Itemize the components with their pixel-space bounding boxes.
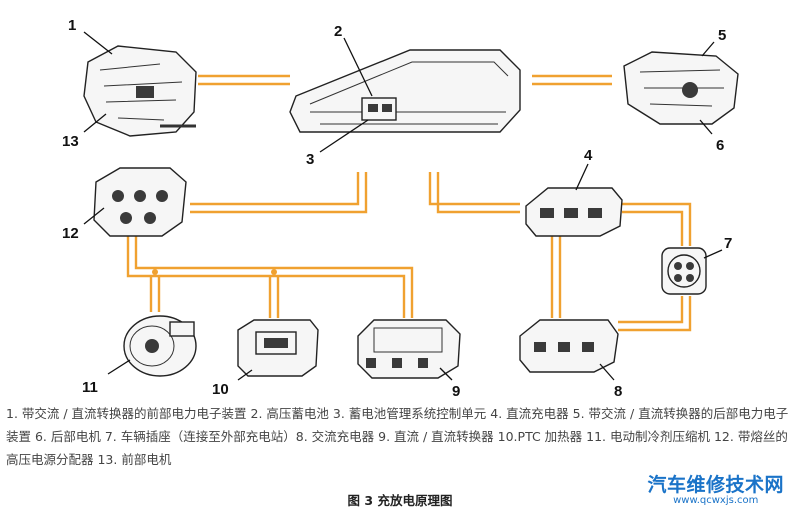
hv-power-distributor (83, 167, 187, 237)
ac-charger (519, 319, 619, 381)
dc-charger (525, 163, 623, 237)
component-labels: 1 2 3 4 5 6 7 8 9 10 11 12 13 (62, 17, 732, 400)
connection-lines (126, 74, 692, 332)
caption-text: 1. 带交流 / 直流转换器的前部电力电子装置 2. 高压蓄电池 3. 蓄电池管… (6, 406, 789, 467)
label-12: 12 (62, 225, 79, 242)
label-1: 1 (68, 17, 76, 34)
label-2: 2 (334, 23, 342, 40)
vehicle-charging-socket (661, 247, 723, 295)
watermark: 汽车维修技术网 www.qcwxjs.com (645, 470, 786, 506)
figure-title: 图 3 充放电原理图 (347, 493, 453, 508)
rear-electronics-and-motor (623, 41, 739, 135)
label-6: 6 (716, 137, 724, 154)
label-13: 13 (62, 133, 79, 150)
label-7: 7 (724, 235, 732, 252)
label-9: 9 (452, 383, 460, 400)
label-5: 5 (718, 27, 726, 44)
label-8: 8 (614, 383, 622, 400)
label-11: 11 (82, 379, 98, 396)
high-voltage-battery (289, 37, 521, 153)
figure-caption: 1. 带交流 / 直流转换器的前部电力电子装置 2. 高压蓄电池 3. 蓄电池管… (6, 402, 796, 471)
watermark-url: www.qcwxjs.com (673, 495, 759, 506)
label-4: 4 (584, 147, 593, 164)
label-10: 10 (212, 381, 229, 398)
front-electronics-and-motor (83, 31, 197, 137)
watermark-text: 汽车维修技术网 (645, 470, 786, 497)
electric-ac-compressor (107, 315, 197, 377)
dc-dc-converter (357, 319, 461, 381)
ptc-heater (237, 319, 319, 381)
label-3: 3 (306, 151, 314, 168)
